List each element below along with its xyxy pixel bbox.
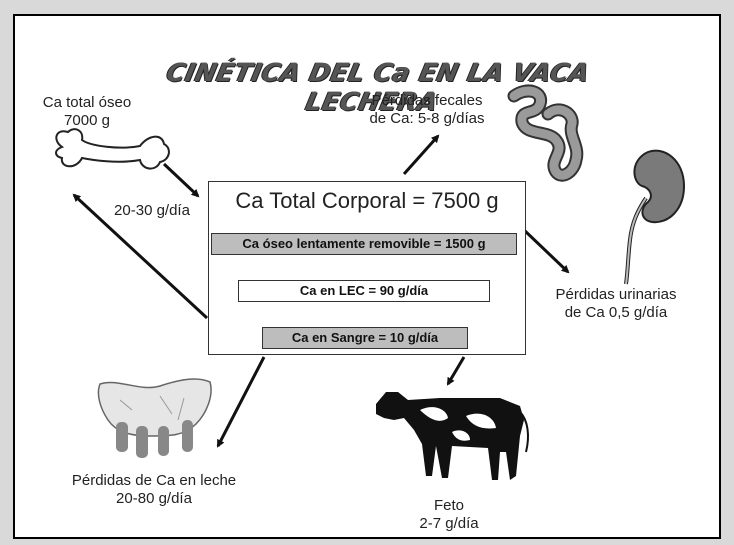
bone-label-line1: Ca total óseo [42, 94, 132, 111]
milk-label-line1: Pérdidas de Ca en leche [71, 472, 237, 489]
urinary-label-line1: Pérdidas urinarias [555, 286, 677, 303]
lec-bar: Ca en LEC = 90 g/día [238, 280, 490, 302]
intestine-icon [507, 84, 584, 182]
bone-reserve-bar: Ca óseo lentamente removible = 1500 g [211, 233, 517, 255]
kidney-icon [624, 149, 686, 285]
fetus-label-line2: 2-7 g/día [419, 515, 479, 532]
fecal-label: Pérdidas fecales de Ca: 5-8 g/días [352, 92, 502, 128]
bone-label: Ca total óseo 7000 g [32, 94, 142, 130]
milk-label: Pérdidas de Ca en leche 20-80 g/día [48, 472, 260, 508]
milk-label-line2: 20-80 g/día [116, 490, 192, 507]
cow-icon [376, 392, 529, 480]
urinary-label-line2: de Ca 0,5 g/día [564, 304, 668, 321]
fecal-label-line1: Pérdidas fecales [371, 92, 483, 109]
udder-icon [97, 378, 212, 458]
blood-bar: Ca en Sangre = 10 g/día [262, 327, 468, 349]
box-to-milk-arrow [216, 356, 266, 448]
fetus-label-line1: Feto [433, 497, 464, 514]
urinary-label: Pérdidas urinarias de Ca 0,5 g/día [530, 286, 702, 322]
box-to-bone-arrow [72, 193, 209, 320]
fetus-label: Feto 2-7 g/día [404, 497, 494, 533]
central-box [208, 181, 526, 355]
box-to-fetus-arrow [446, 356, 466, 386]
bone-icon [55, 128, 170, 170]
central-box-title: Ca Total Corporal = 7500 g [235, 188, 499, 213]
box-to-fecal-arrow [402, 134, 440, 176]
bone-to-box-arrow [162, 162, 200, 198]
bone-flow-label: 20-30 g/día [114, 202, 190, 219]
fecal-label-line2: de Ca: 5-8 g/días [369, 110, 485, 127]
box-to-urinary-arrow [522, 228, 570, 274]
bone-label-line2: 7000 g [64, 112, 110, 129]
